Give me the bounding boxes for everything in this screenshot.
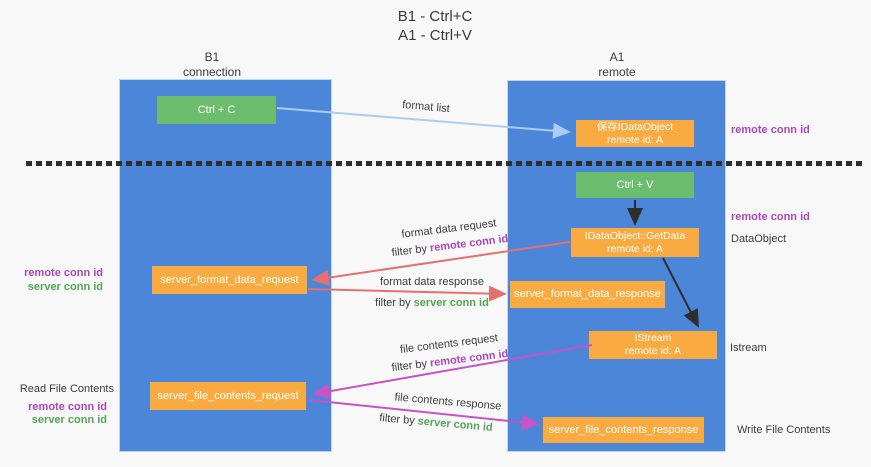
- filter-by-text-1: filter by: [391, 242, 428, 260]
- filter-by-text-4: filter by: [378, 412, 416, 428]
- lane-header-b1: B1 connection: [132, 50, 292, 80]
- dashed-separator-line: [26, 161, 866, 166]
- server-conn-id-text-4: server conn id: [417, 415, 494, 434]
- server-file-contents-request-label: server_file_contents_request: [157, 389, 299, 402]
- save-idataobject-line2: remote id: A: [606, 133, 664, 146]
- lane-a1-name: A1: [609, 50, 625, 64]
- server-conn-id-left-2: server conn id: [31, 414, 107, 426]
- server-format-data-request-label: server_format_data_request: [160, 273, 299, 286]
- server-conn-id-text-2: server conn id: [413, 297, 489, 309]
- lane-header-a1: A1 remote: [537, 50, 697, 80]
- title-line-2: A1 - Ctrl+V: [398, 27, 472, 44]
- istream-line1: IStream: [634, 332, 672, 344]
- write-file-contents-label: Write File Contents: [737, 424, 831, 436]
- dataobject-label: DataObject: [731, 233, 787, 245]
- filter-by-text-2: filter by: [375, 297, 411, 309]
- save-idataobject-box: 保存IDataObject remote id: A: [576, 120, 694, 147]
- remote-conn-id-right-mid: remote conn id: [731, 211, 810, 223]
- ctrl-v-label: Ctrl + V: [616, 178, 654, 191]
- format-list-label: format list: [401, 98, 451, 116]
- server-file-contents-response-box: server_file_contents_response: [543, 417, 704, 443]
- ctrl-c-label: Ctrl + C: [197, 103, 236, 116]
- save-idataobject-line1: 保存IDataObject: [596, 120, 674, 133]
- remote-conn-id-text-3: remote conn id: [429, 347, 509, 370]
- page-title: B1 - Ctrl+C A1 - Ctrl+V: [335, 7, 535, 45]
- server-conn-id-left-1: server conn id: [27, 281, 103, 293]
- title-line-1: B1 - Ctrl+C: [397, 8, 473, 25]
- getdata-line1: IDataObject::GetData: [584, 229, 686, 242]
- server-file-contents-response-label: server_file_contents_response: [548, 423, 699, 436]
- filter-by-text-3: filter by: [391, 357, 428, 375]
- remote-conn-id-left-1: remote conn id: [24, 267, 103, 279]
- read-file-contents-label: Read File Contents: [19, 383, 114, 395]
- istream-side-label: Istream: [730, 342, 767, 354]
- server-format-data-response-label: server_format_data_response: [514, 288, 661, 300]
- remote-conn-id-left-2: remote conn id: [28, 401, 107, 413]
- format-data-response-arrow: [307, 285, 507, 302]
- lane-b1-name: B1: [204, 50, 220, 64]
- lane-a1-subtitle: remote: [598, 65, 636, 79]
- server-file-contents-request-box: server_file_contents_request: [150, 382, 306, 410]
- istream-box: IStream remote id: A: [589, 331, 717, 359]
- ctrl-v-box: Ctrl + V: [576, 172, 694, 198]
- getdata-line2: remote id: A: [606, 242, 664, 255]
- lane-b1-subtitle: connection: [182, 65, 242, 79]
- idataobject-getdata-box: IDataObject::GetData remote id: A: [571, 228, 699, 257]
- remote-conn-id-text-1: remote conn id: [429, 232, 509, 255]
- ctrl-c-box: Ctrl + C: [157, 96, 276, 124]
- server-format-data-request-box: server_format_data_request: [152, 266, 307, 294]
- remote-conn-id-right-top: remote conn id: [731, 124, 810, 136]
- server-format-data-response-box: server_format_data_response: [510, 281, 665, 308]
- istream-line2: remote id: A: [624, 345, 682, 357]
- format-data-response-label: format data response: [380, 276, 484, 288]
